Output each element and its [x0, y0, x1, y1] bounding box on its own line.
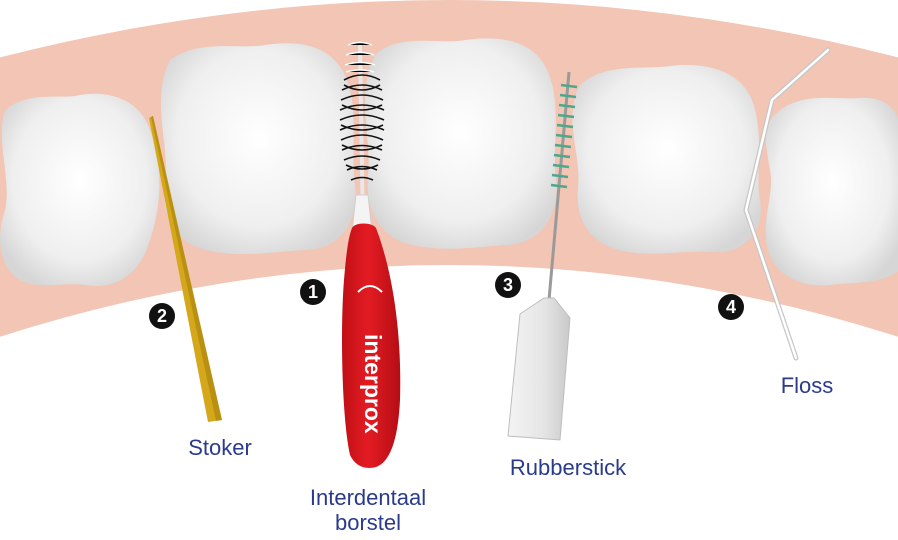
label-rubberstick: Rubberstick	[498, 454, 638, 482]
tooth-4	[572, 65, 760, 254]
rubberstick-handle	[508, 298, 570, 440]
label-interdental-line1: Interdentaal	[298, 484, 438, 512]
tooth-2	[161, 43, 356, 254]
tooth-1	[0, 94, 159, 286]
badge-2: 2	[149, 303, 175, 329]
label-stoker: Stoker	[170, 434, 270, 462]
badge-4: 4	[718, 294, 744, 320]
label-interdental-line2: borstel	[298, 509, 438, 537]
badge-1: 1	[300, 279, 326, 305]
tooth-5	[766, 98, 898, 286]
brush-brand-text: interprox	[360, 334, 386, 434]
tooth-3	[365, 38, 556, 248]
label-floss: Floss	[762, 372, 852, 400]
badge-3: 3	[495, 272, 521, 298]
